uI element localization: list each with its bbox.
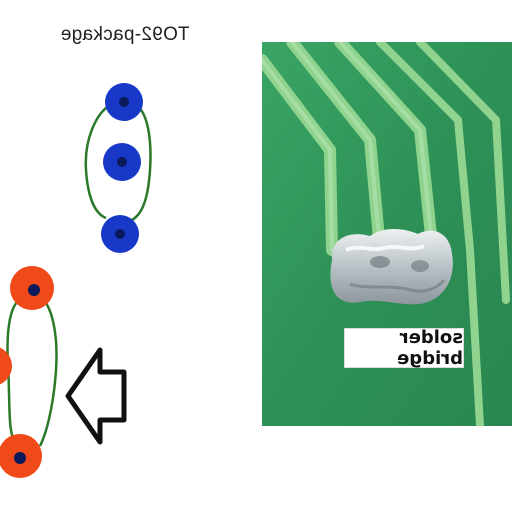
solder-bridge-label: solder bridge xyxy=(344,327,464,369)
package-title: TO92-package xyxy=(60,24,190,45)
trace-5 xyxy=(416,42,510,304)
trace-4 xyxy=(376,42,484,426)
blue-outline-right xyxy=(131,102,152,222)
blue-pad-bottom xyxy=(101,215,139,253)
blue-outline xyxy=(84,102,113,220)
to92-footprint-blue xyxy=(84,83,152,253)
arrow-icon xyxy=(65,347,127,445)
red-outline-right xyxy=(38,297,58,447)
red-pad-middle xyxy=(0,347,12,385)
blue-pad-top xyxy=(105,83,143,121)
red-pad-bottom xyxy=(0,434,42,478)
to92-footprint-red xyxy=(0,266,58,478)
solder-bridge-blob xyxy=(330,229,453,305)
blue-pad-middle xyxy=(103,143,141,181)
red-pad-top xyxy=(10,266,54,310)
